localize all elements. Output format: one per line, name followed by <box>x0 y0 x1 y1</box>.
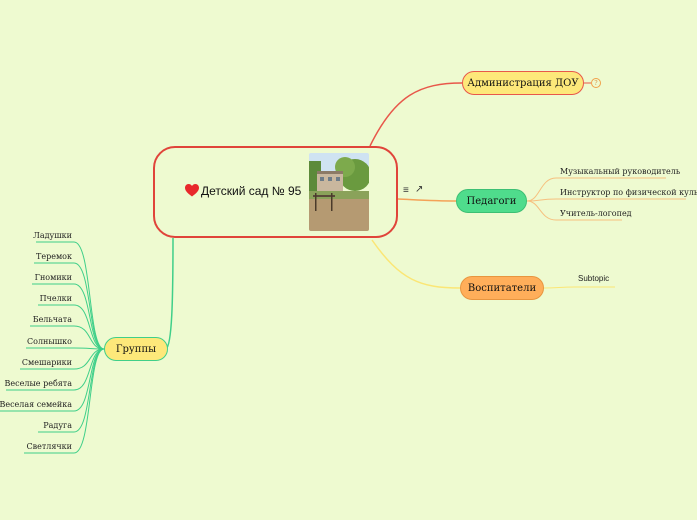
groups-child-item[interactable]: Веселая семейка <box>0 400 72 409</box>
groups-child-item[interactable]: Гномики <box>34 273 72 282</box>
root-title: Детский сад № 95 <box>201 184 302 198</box>
heart-shape <box>185 184 199 197</box>
educators-child-connector <box>543 286 615 289</box>
groups-child-connector <box>36 241 105 350</box>
branch-groups-label: Группы <box>115 343 157 355</box>
branch-educators-label: Воспитатели <box>467 282 537 294</box>
photo-building-roof <box>317 171 343 174</box>
groups-child-connector <box>34 262 105 350</box>
groups-child-connector <box>32 283 105 350</box>
groups-child-item[interactable]: Веселые ребята <box>4 379 72 388</box>
notes-icon[interactable]: ≡ <box>403 185 409 196</box>
heart-icon <box>185 184 199 200</box>
branch-pedagogues[interactable]: Педагоги <box>456 189 527 213</box>
connector-pedagogues <box>397 198 457 202</box>
branch-educators[interactable]: Воспитатели <box>460 276 544 300</box>
groups-child-connector <box>26 347 105 350</box>
pedagogues-child-connector <box>526 198 686 202</box>
groups-child-connector <box>24 348 105 454</box>
photo-post-2 <box>331 193 333 211</box>
branch-admin[interactable]: Администрация ДОУ <box>462 71 584 95</box>
photo-post-1 <box>315 193 317 211</box>
pedagogues-child-item[interactable]: Инструктор по физической культуре <box>560 188 697 197</box>
photo-fence <box>313 195 335 197</box>
kindergarten-photo <box>309 153 369 231</box>
connector-educators <box>371 239 461 289</box>
groups-child-item[interactable]: Смешарики <box>21 358 72 367</box>
admin-badge-text: ? <box>594 79 598 87</box>
admin-collapsed-badge[interactable]: ? <box>591 78 601 88</box>
photo-window-2 <box>328 177 332 181</box>
pedagogues-connectors <box>526 177 686 221</box>
branch-groups[interactable]: Группы <box>104 337 168 361</box>
groups-child-item[interactable]: Бельчата <box>32 315 72 324</box>
pedagogues-child-item[interactable]: Учитель-логопед <box>560 209 632 218</box>
root-node[interactable]: Детский сад № 95 <box>153 146 398 238</box>
groups-child-item[interactable]: Солнышко <box>27 337 72 346</box>
groups-child-item[interactable]: Ладушки <box>33 231 72 240</box>
photo-window-3 <box>336 177 340 181</box>
groups-child-connector <box>30 325 105 350</box>
photo-grass <box>309 191 369 199</box>
groups-child-item[interactable]: Светлячки <box>26 442 72 451</box>
groups-connectors <box>0 241 105 454</box>
pedagogues-child-connector <box>526 200 622 221</box>
branch-admin-label: Администрация ДОУ <box>467 77 579 89</box>
groups-child-item[interactable]: Теремок <box>36 252 72 261</box>
educators-child-item[interactable]: Subtopic <box>578 274 610 283</box>
pedagogues-child-connector <box>526 177 666 202</box>
educators-connectors <box>543 286 615 289</box>
groups-child-connector <box>6 348 105 391</box>
link-icon[interactable]: ↗ <box>415 184 424 195</box>
groups-child-connector <box>38 304 105 350</box>
branch-pedagogues-label: Педагоги <box>466 195 517 207</box>
groups-child-item[interactable]: Радуга <box>43 421 72 430</box>
groups-child-item[interactable]: Пчелки <box>39 294 72 303</box>
photo-building <box>317 173 343 191</box>
connector-groups <box>165 237 174 350</box>
pedagogues-child-item[interactable]: Музыкальный руководитель <box>560 167 681 176</box>
photo-window-1 <box>320 177 324 181</box>
connector-admin <box>369 82 463 147</box>
